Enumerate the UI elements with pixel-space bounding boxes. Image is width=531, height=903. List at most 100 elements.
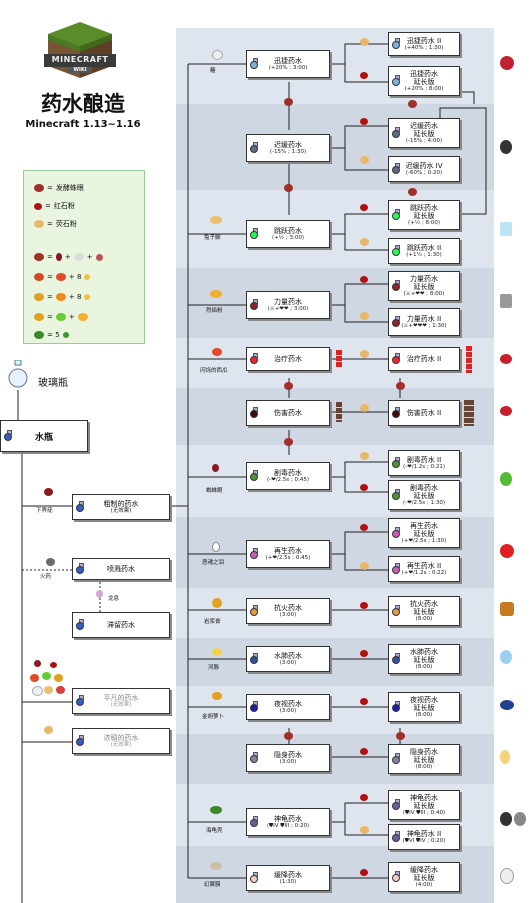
turtle-master-potion-icon [392, 799, 400, 810]
redstone-icon [360, 869, 368, 876]
potion-name: 缓降药水 [274, 870, 302, 879]
potion-effect: (-❤/2.5s ; 1:30) [402, 499, 446, 506]
strength-potion-icon [250, 299, 258, 310]
phantom-membrane-icon [210, 862, 222, 870]
healing-potion-icon [392, 353, 400, 364]
fermented-spider-eye-icon [34, 184, 44, 192]
nether-wart-label: 下界疣 [36, 508, 53, 514]
legend-recipe-turtle-shell: = 5 [34, 331, 69, 339]
potion-name: 再生药水 [410, 521, 438, 530]
potion-name: 迅捷药水 II [406, 36, 442, 45]
instant-damage-effect-icon [500, 406, 512, 416]
strength-extended-potion-box: 力量药水延长版(⚔+❤❤ ; 8:00) [388, 271, 460, 301]
potion-name: 伤害药水 II [406, 408, 442, 417]
turtle-shell-label: 海龟壳 [206, 828, 223, 834]
invisibility-extended-potion-box: 隐身药水延长版(8:00) [388, 744, 460, 774]
slow-falling-potion-icon [250, 872, 258, 883]
thick-potion-effect: (无效果) [110, 741, 132, 748]
dragon-breath-icon [96, 590, 103, 598]
glowstone-icon [360, 562, 369, 570]
slow-falling-potion-box: 缓降药水(1:30) [246, 865, 330, 891]
fermented-spider-eye-icon [284, 438, 293, 446]
turtle-shell-icon [34, 331, 44, 339]
fire-resistance-effect-icon [500, 602, 514, 616]
water-breathing-extended-potion-box: 水肺药水延长版(8:00) [388, 644, 460, 674]
awkward-potion-box: 粗制的药水(无效果) [72, 494, 170, 520]
legend-item-fermented-spider-eye: = 发酵蛛眼 [34, 183, 84, 193]
gunpowder-label: 火药 [40, 574, 52, 580]
potion-name: 神龟药水 II [406, 829, 442, 838]
potion-effect: (3:00) [279, 758, 297, 765]
strength-ii-potion-box: 力量药水 II(⚔+❤❤❤ ; 1:30) [388, 308, 460, 336]
harming-potion-icon [250, 407, 258, 418]
potion-effect: (8:00) [415, 711, 433, 718]
slowness-potion-icon [392, 127, 400, 138]
glowstone-icon [360, 238, 369, 246]
spider-eye-icon [55, 253, 62, 261]
jump-boost-effect-icon [500, 222, 512, 236]
water-bottle-box: 水瓶 [0, 420, 88, 452]
spider-eye-icon [212, 464, 219, 472]
potion-name: 剧毒药水 II [406, 455, 442, 464]
invisibility-potion-icon [392, 753, 400, 764]
turtle-master-potion-icon [250, 816, 258, 827]
splash-potion-icon [76, 563, 84, 574]
glistering-melon-icon [30, 674, 39, 682]
potion-effect: (+½ ; 8:00) [408, 219, 440, 226]
swiftness-potion-box: 迅捷药水(+20% ; 3:00) [246, 50, 330, 78]
leaping-potion-box: 跳跃药水(+½ ; 3:00) [246, 220, 330, 248]
redstone-icon [360, 276, 368, 283]
regeneration-ii-potion-box: 再生药水 II(+❤/1.2s ; 0:22) [388, 556, 460, 582]
potion-effect: (⚔+❤❤❤ ; 1:30) [401, 322, 447, 329]
potion-name: 水肺药水 [274, 651, 302, 660]
potion-effect: (⛊IV ⛊III ; 0:40) [402, 809, 446, 816]
poison-potion-icon [392, 457, 400, 468]
splash-potion-box: 喷溅药水 [72, 558, 170, 580]
redstone-icon [360, 698, 368, 705]
redstone-icon [360, 748, 368, 755]
glass-bottle-icon [8, 359, 28, 388]
rabbit-foot-icon [210, 216, 222, 224]
phantom-membrane-label: 幻翼膜 [204, 882, 221, 888]
redstone-icon [360, 72, 368, 79]
melon-slice-icon [55, 273, 66, 281]
swiftness-potion-icon [392, 75, 400, 86]
redstone-icon [360, 118, 368, 125]
water-breathing-potion-box: 水肺药水(3:00) [246, 646, 330, 672]
potion-name: 迟缓药水 IV [405, 161, 443, 170]
golden-carrot-icon [212, 692, 222, 700]
blaze-powder-icon [210, 290, 222, 298]
potion-name: 跳跃药水 II [406, 243, 442, 252]
slow-falling-effect-icon [500, 868, 514, 884]
potion-variant: 延长版 [413, 873, 435, 882]
turtle-shell-icon [210, 806, 222, 814]
potion-variant: 延长版 [413, 211, 435, 220]
night-vision-extended-potion-box: 夜视药水延长版(8:00) [388, 692, 460, 722]
potion-effect: (-15% ; 1:30) [269, 148, 307, 155]
gold-nugget-count: + 8 [68, 293, 82, 301]
glowstone-icon [360, 826, 369, 834]
slowness-potion-icon [250, 142, 258, 153]
slimeball-icon [55, 313, 66, 321]
healing-potion-box: 治疗药水 [246, 347, 330, 371]
potion-effect: (4:00) [415, 881, 433, 888]
gold-nugget-icon [84, 274, 91, 280]
legend-recipe-magma-cream: = + [34, 313, 88, 321]
turtle-master-ii-potion-box: 神龟药水 II(⛊VI ⛊IV ; 0:20) [388, 824, 460, 850]
fermented-spider-eye-icon [284, 184, 293, 192]
resistance-effect-icon [500, 812, 512, 826]
slowness-potion-icon [392, 163, 400, 174]
glowstone-icon [44, 726, 53, 734]
invisibility-effect-icon [500, 750, 510, 764]
fermented-spider-eye-icon [396, 382, 405, 390]
slowness-iv-potion-box: 迟缓药水 IV(-60% ; 0:20) [388, 156, 460, 182]
redstone-icon [360, 602, 368, 609]
redstone-icon [360, 794, 368, 801]
swiftness-ii-potion-box: 迅捷药水 II(+40% ; 1:30) [388, 32, 460, 56]
poison-effect-icon [500, 472, 512, 486]
golden-carrot-label: 金胡萝卜 [202, 714, 225, 720]
strength-potion-box: 力量药水(⚔+❤❤ ; 3:00) [246, 291, 330, 319]
potion-name: 水肺药水 [410, 647, 438, 656]
strength-potion-icon [392, 280, 400, 291]
fermented-spider-eye-icon [408, 188, 417, 196]
